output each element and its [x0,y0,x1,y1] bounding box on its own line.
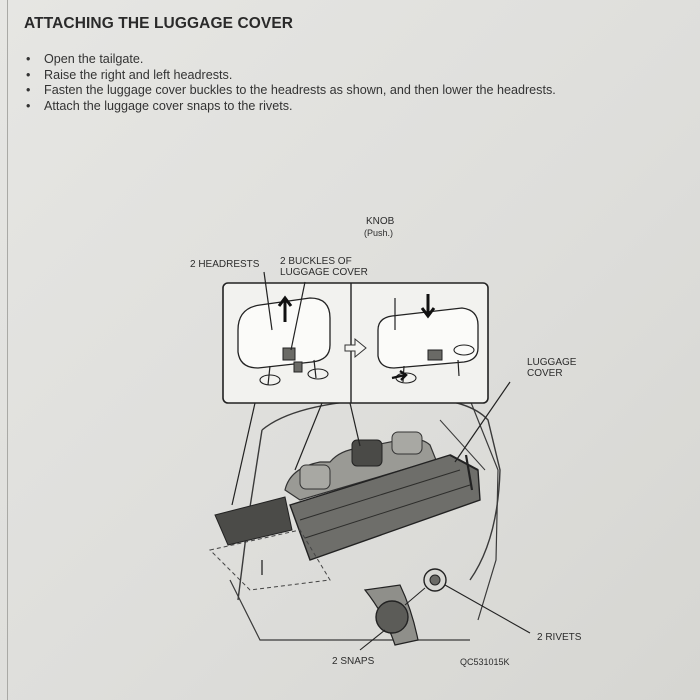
list-item: Open the tailgate. [24,52,684,68]
rear-seat [284,431,437,501]
luggage-cover-panel [289,454,481,561]
snaps-label: 2 SNAPS [332,656,375,667]
snap-detail [359,568,531,651]
headrest-shape [351,439,383,467]
cover-label-line1: LUGGAGE [527,357,577,368]
page-margin-line [7,0,8,700]
list-item: Attach the luggage cover snaps to the ri… [24,99,684,115]
knob-label: KNOB [366,216,395,227]
push-arrow-icon [391,370,408,381]
rivets-label: 2 RIVETS [537,632,582,643]
list-item: Raise the right and left headrests. [24,68,684,84]
instruction-list: Open the tailgate. Raise the right and l… [24,52,684,114]
figure-code: QC531015K [460,657,510,667]
arrow-up-icon [277,295,293,322]
headrests-label: 2 HEADRESTS [190,259,260,270]
cover-outline-dashed [209,529,331,591]
section-title: ATTACHING THE LUGGAGE COVER [24,15,294,32]
knob-note: (Push.) [364,228,394,238]
side-trim [214,496,293,546]
buckles-label-line2: LUGGAGE COVER [280,267,368,278]
cover-label-line2: COVER [527,368,563,379]
arrow-right-icon [344,337,367,359]
buckles-label-line1: 2 BUCKLES OF [280,256,352,267]
arrow-down-icon [420,294,436,319]
callout-lines [231,271,511,506]
list-item: Fasten the luggage cover buckles to the … [24,83,684,99]
